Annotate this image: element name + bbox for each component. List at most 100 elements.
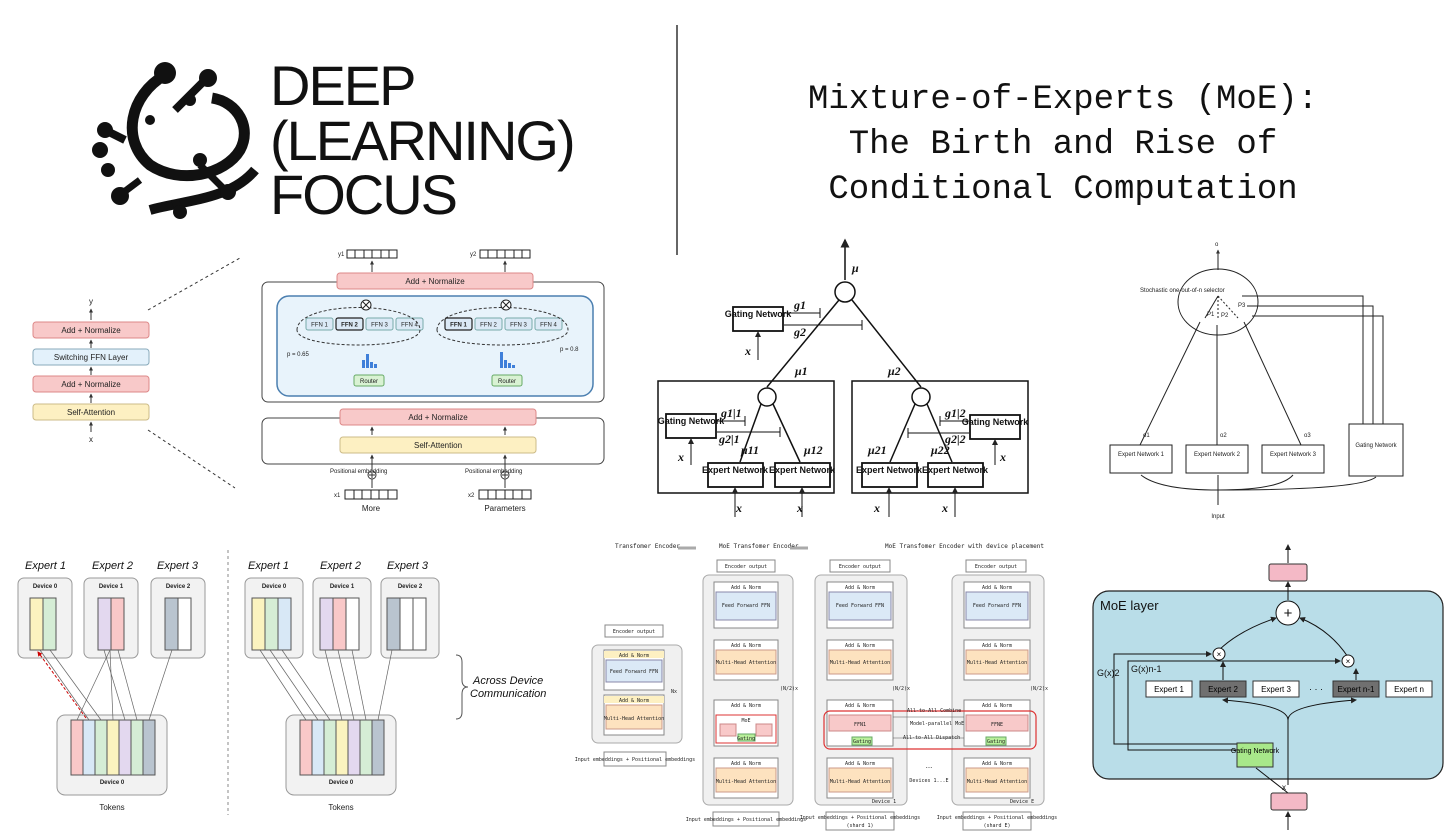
moe-gating-network: Gating Network [1231,748,1280,755]
hme-mu2: μ2 [887,364,901,378]
svg-text:μ21: μ21 [867,443,887,457]
moe-expert-3: Expert 3 [1261,685,1291,694]
svg-text:Device 2: Device 2 [398,584,423,590]
svg-text:Multi-Head Attention: Multi-Head Attention [716,779,776,785]
parallel-left: Expert 1 Expert 2 Expert 3 Device 0 Devi… [17,560,206,812]
brand-line-2: (LEARNING) [270,109,574,172]
svg-text:P2: P2 [1221,313,1229,319]
svg-text:FFN 3: FFN 3 [371,323,388,329]
pos-emb-right: Positional embedding [465,469,522,475]
svg-text:Multi-Head Attention: Multi-Head Attention [967,779,1027,785]
stoch-input: Input [1211,514,1225,520]
y1-label: y1 [338,252,345,258]
svg-text:g1|2: g1|2 [944,406,966,420]
svg-text:Add & Norm: Add & Norm [845,761,875,767]
y2-label: y2 [470,252,477,258]
svg-text:Feed Forward FFN: Feed Forward FFN [610,669,658,675]
stoch-expert-2: Expert Network 2 [1194,452,1241,458]
svg-text:Add & Norm: Add & Norm [619,653,649,659]
svg-text:g1: g1 [793,298,806,312]
svg-text:o2: o2 [1220,433,1227,439]
svg-text:Expert 1: Expert 1 [25,560,66,572]
svg-text:Devices 1...E: Devices 1...E [909,778,948,784]
svg-text:Device 2: Device 2 [166,584,191,590]
svg-text:Add & Norm: Add & Norm [982,643,1012,649]
svg-text:g2|1: g2|1 [718,432,740,446]
output-o: o [1215,242,1219,248]
svg-text:Add & Norm: Add & Norm [731,703,761,709]
word-more: More [362,504,381,513]
svg-text:Multi-Head Attention: Multi-Head Attention [604,716,664,722]
svg-text:×: × [1346,657,1351,666]
small-layer-3: Add + Normalize [61,380,121,389]
svg-text:FFN1: FFN1 [854,722,866,728]
svg-text:FFN 3: FFN 3 [510,323,527,329]
svg-text:Add & Norm: Add & Norm [619,698,649,704]
expert-network-22: Expert Network [922,465,989,475]
svg-text:...: ... [926,761,933,770]
svg-text:FFN 2: FFN 2 [480,323,497,329]
svg-text:x: x [677,450,684,464]
self-attention-block: Self-Attention [414,441,462,450]
svg-text:x: x [1282,783,1286,792]
svg-text:Expert 3: Expert 3 [387,560,429,572]
svg-text:o1: o1 [1143,433,1150,439]
svg-text:Expert 1: Expert 1 [248,560,289,572]
svg-text:Input embeddings + Positional: Input embeddings + Positional embeddings [686,817,806,823]
svg-text:Device 1: Device 1 [330,584,355,590]
svg-text:Nx: Nx [671,689,677,695]
svg-text:Multi-Head Attention: Multi-Head Attention [830,660,890,666]
svg-text:x: x [873,501,880,515]
neural-logo-icon [92,62,259,219]
sum-symbol: + [1284,605,1293,622]
x2-label: x2 [468,493,475,499]
svg-text:All-to-All Dispatch: All-to-All Dispatch [903,735,960,741]
small-layer-2: Switching FFN Layer [54,353,129,362]
ffn-row-right: FFN 1 FFN 2 FFN 3 FFN 4 [444,317,563,331]
svg-text:Input embeddings + Positional: Input embeddings + Positional embeddings [937,815,1057,821]
svg-text:Add & Norm: Add & Norm [845,703,875,709]
svg-text:Feed Forward FFN: Feed Forward FFN [973,603,1021,609]
svg-text:FFN 1: FFN 1 [311,323,328,329]
tokens-right: Tokens [328,803,353,812]
svg-text:μ11: μ11 [740,443,759,457]
svg-text:Expert 2: Expert 2 [92,560,133,572]
svg-text:FFN 2: FFN 2 [341,323,358,329]
svg-text:Communication: Communication [470,688,546,700]
brand-line-3: FOCUS [270,163,456,226]
svg-text:×: × [1217,650,1222,659]
svg-text:Add & Norm: Add & Norm [982,585,1012,591]
small-x-label: x [89,435,93,444]
svg-text:Encoder output: Encoder output [725,564,767,570]
moe-expert-n-1: Expert n-1 [1338,685,1375,694]
svg-text:Multi-Head Attention: Multi-Head Attention [830,779,890,785]
svg-text:Add & Norm: Add & Norm [731,643,761,649]
small-y-label: y [89,297,93,306]
title-line-1: Mixture-of-Experts (MoE): [808,81,1318,119]
svg-text:FFN 1: FFN 1 [450,323,467,329]
svg-text:Device 0: Device 0 [100,780,125,786]
prob-right: p = 0.8 [560,347,579,353]
parallel-right: Expert 1 Expert 2 Expert 3 Device 0 Devi… [244,560,440,812]
svg-text:MoE Transfomer Encoder with de: MoE Transfomer Encoder with device place… [885,543,1044,550]
svg-text:Encoder output: Encoder output [613,629,655,635]
svg-text:x: x [796,501,803,515]
svg-text:P3: P3 [1238,303,1246,309]
expert-parallelism-diagram: Expert 1 Expert 2 Expert 3 Device 0 Devi… [17,550,546,815]
switch-transformer-diagram: y Add + Normalize Switching FFN Layer Ad… [32,249,605,513]
svg-text:Add & Norm: Add & Norm [845,585,875,591]
svg-text:Encoder output: Encoder output [839,564,881,570]
stoch-expert-3: Expert Network 3 [1270,452,1317,458]
svg-text:Add & Norm: Add & Norm [845,643,875,649]
deep-learning-focus-logo: DEEP (LEARNING) FOCUS [92,54,576,226]
router-left: Router [360,379,378,385]
gshard-diagram: Transfomer Encoder MoE Transfomer Encode… [575,543,1057,831]
svg-text:Transfomer Encoder: Transfomer Encoder [615,543,680,550]
ffn-row-left: FFN 1 FFN 2 FFN 3 FFN 4 [305,317,424,331]
svg-text:Encoder output: Encoder output [975,564,1017,570]
svg-text:Gating: Gating [853,739,871,745]
svg-text:Add & Norm: Add & Norm [982,703,1012,709]
title-line-3: Conditional Computation [828,171,1297,209]
hme-mu: μ [851,261,859,275]
svg-text:Input embeddings + Positional: Input embeddings + Positional embeddings [800,815,920,821]
